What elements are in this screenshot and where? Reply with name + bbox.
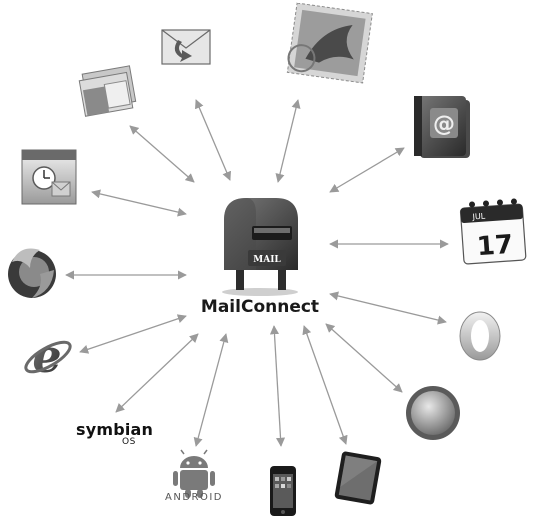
apple-mail-stamp-icon: [286, 2, 373, 84]
mailbox-label: MAIL: [253, 255, 281, 265]
arrow-address-book: [329, 147, 405, 193]
opera-icon: [459, 311, 501, 361]
address-book-icon: @: [414, 96, 470, 158]
arrow-symbian: [115, 333, 199, 413]
calendar-day: 17: [476, 230, 514, 262]
svg-text:e: e: [32, 329, 61, 383]
outlook-envelope-icon: [78, 65, 137, 117]
arrow-apple-mail: [275, 99, 301, 183]
arrow-outlook-envelope: [129, 125, 195, 183]
arrow-opera: [329, 291, 447, 325]
svg-text:@: @: [433, 112, 455, 137]
arrow-ipad: [302, 325, 348, 445]
calendar-month: JUL: [471, 212, 486, 222]
arrow-ie: [79, 314, 187, 354]
connection-arrows: [65, 99, 449, 447]
arrow-send-receive: [195, 99, 231, 181]
iphone-icon: [270, 466, 296, 516]
firefox-icon: [8, 248, 56, 298]
symbian-os-label: OS: [122, 437, 136, 447]
arrow-outlook-calendar: [91, 189, 187, 217]
arrow-android: [193, 333, 229, 447]
send-receive-envelope-icon: [161, 29, 211, 65]
ical-calendar-icon: JUL 17: [459, 198, 527, 265]
symbian-os-logo: symbian OS: [76, 420, 156, 447]
app-title: MailConnect: [200, 297, 320, 317]
arrow-safari: [325, 323, 403, 393]
internet-explorer-icon: e: [24, 329, 72, 383]
mailbox-icon: MAIL: [222, 198, 298, 296]
symbian-wordmark: symbian: [76, 420, 154, 439]
outlook-calendar-icon: [21, 149, 77, 205]
arrow-iphone: [269, 325, 286, 447]
ipad-icon: [334, 451, 382, 505]
safari-compass-icon: [406, 386, 460, 440]
android-robot-icon: [173, 449, 215, 498]
android-wordmark: ANDROID: [165, 492, 223, 503]
